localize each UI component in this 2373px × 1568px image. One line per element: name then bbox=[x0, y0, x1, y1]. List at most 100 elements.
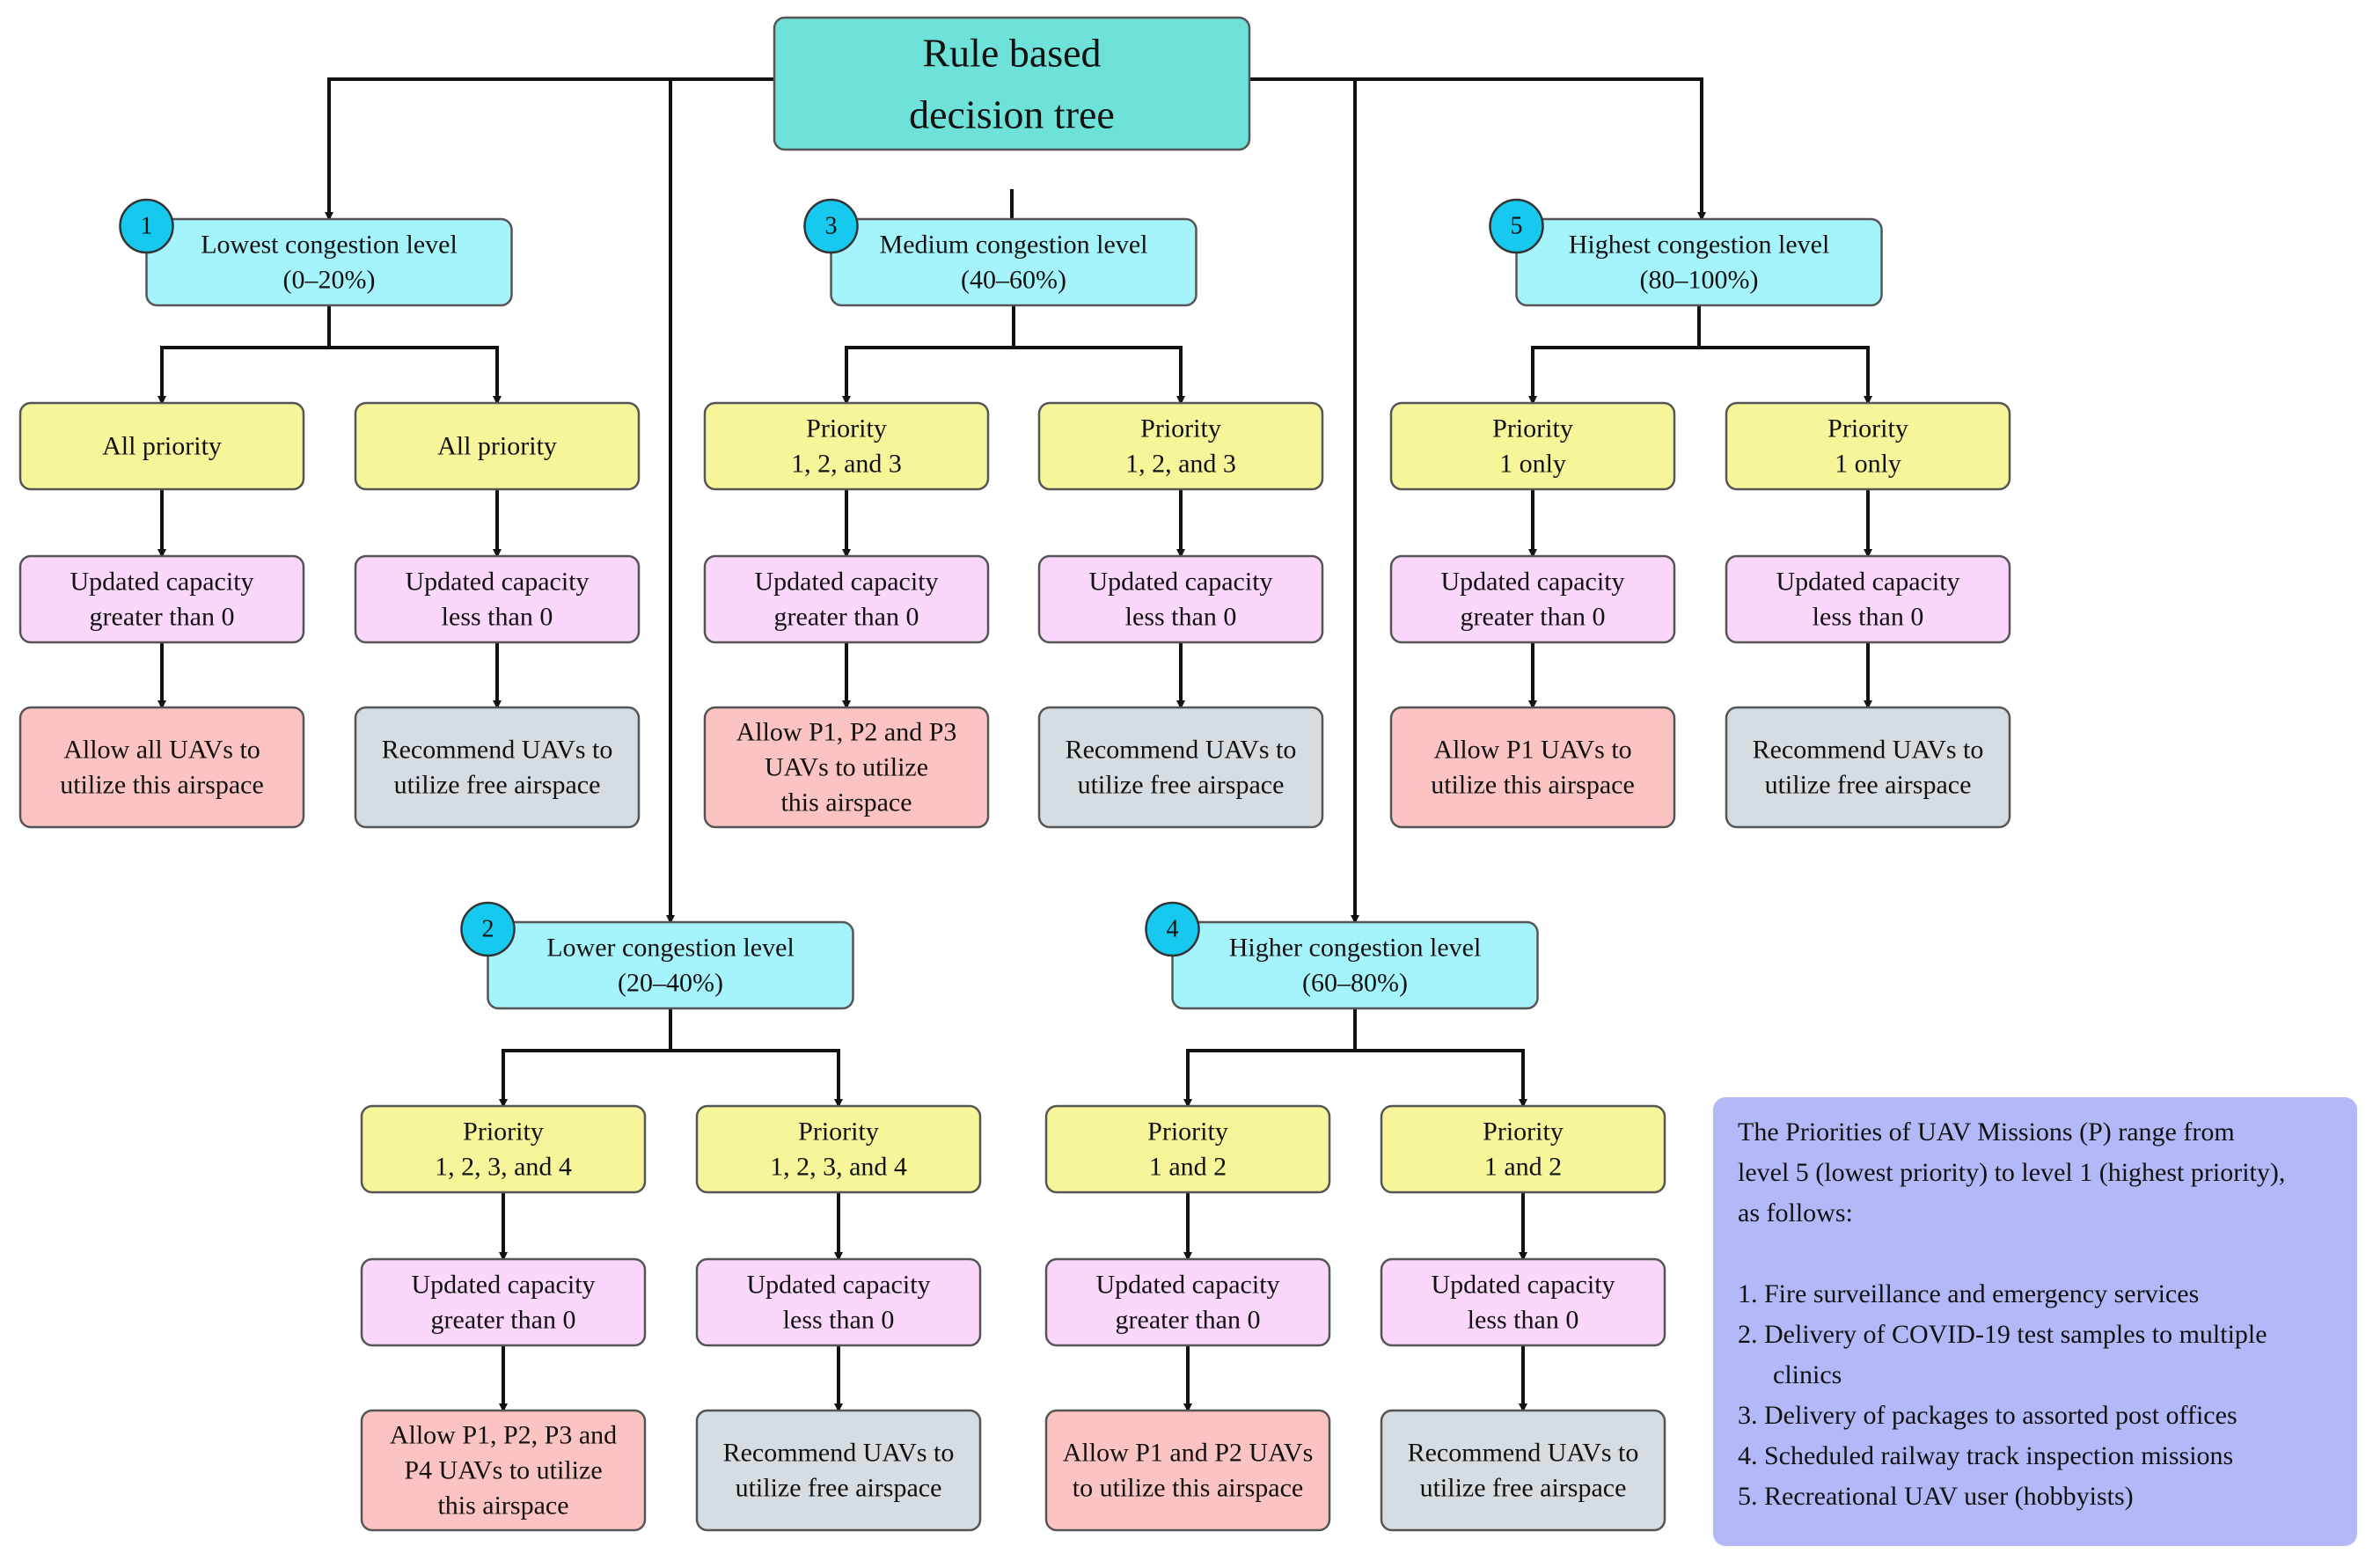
capacity-node: Updated capacity greater than 0 bbox=[18, 554, 305, 644]
allow-outcome-node-text: this airspace bbox=[780, 788, 912, 817]
legend-intro-line: The Priorities of UAV Missions (P) range… bbox=[1738, 1117, 2235, 1147]
priority-node-text: 1, 2, 3, and 4 bbox=[435, 1153, 572, 1182]
priority-node-box bbox=[360, 1104, 647, 1194]
priority-node-text: All priority bbox=[437, 432, 557, 461]
level-4-node: Higher congestion level (60–80%) bbox=[1171, 920, 1539, 1010]
level-1-node-text: (0–20%) bbox=[283, 266, 376, 295]
edge-root-to-level-5 bbox=[1249, 77, 1706, 221]
level-1-node-box bbox=[145, 217, 513, 307]
priority-node-text: Priority bbox=[1827, 414, 1908, 443]
capacity-node-text: Updated capacity bbox=[411, 1271, 595, 1300]
allow-outcome-node-text: this airspace bbox=[437, 1491, 568, 1520]
level-4-badge: 4 bbox=[1145, 901, 1200, 957]
level-4-node-text: Higher congestion level bbox=[1229, 934, 1482, 963]
recommend-outcome-node-text: Recommend UAVs to bbox=[382, 736, 613, 765]
capacity-node-box bbox=[695, 1257, 982, 1347]
root-node-box bbox=[773, 16, 1251, 151]
edge-level-to-priority bbox=[1528, 346, 1699, 405]
allow-outcome-node: Allow P1, P2, P3 and P4 UAVs to utilize th… bbox=[360, 1409, 647, 1532]
capacity-node-text: less than 0 bbox=[783, 1306, 895, 1335]
level-2-node-text: Lower congestion level bbox=[546, 934, 795, 963]
level-2-node-box bbox=[487, 920, 854, 1010]
edge-level-to-priority bbox=[842, 346, 1014, 405]
allow-outcome-node-text: Allow all UAVs to bbox=[63, 736, 260, 765]
recommend-outcome-node-text: Recommend UAVs to bbox=[723, 1439, 955, 1468]
recommend-outcome-node-text: utilize free airspace bbox=[1078, 771, 1285, 800]
recommend-outcome-node-box bbox=[354, 706, 641, 829]
level-3-node-text: (40–60%) bbox=[961, 266, 1066, 295]
level-badge-number: 4 bbox=[1167, 916, 1179, 943]
recommend-outcome-node-text: Recommend UAVs to bbox=[1753, 736, 1984, 765]
level-5-node-text: (80–100%) bbox=[1640, 266, 1759, 295]
allow-outcome-node-text: Allow P1, P2, P3 and bbox=[390, 1421, 617, 1450]
legend-box bbox=[1713, 1097, 2357, 1546]
capacity-node-text: less than 0 bbox=[1813, 603, 1924, 632]
allow-outcome-node-box bbox=[18, 706, 305, 829]
edge-level-to-priority bbox=[157, 346, 329, 405]
recommend-outcome-node-box bbox=[1380, 1409, 1666, 1532]
capacity-node-box bbox=[354, 554, 641, 644]
edge-root-to-level-1 bbox=[325, 77, 774, 221]
level-badge-number: 1 bbox=[141, 213, 153, 240]
capacity-node-text: less than 0 bbox=[1125, 603, 1237, 632]
recommend-outcome-node: Recommend UAVs to utilize free airspace bbox=[1380, 1409, 1666, 1532]
recommend-outcome-node-text: Recommend UAVs to bbox=[1408, 1439, 1639, 1468]
priority-node-box bbox=[1380, 1104, 1666, 1194]
legend-item-1: 1. Fire surveillance and emergency servi… bbox=[1738, 1279, 2199, 1308]
level-4-node-box bbox=[1171, 920, 1539, 1010]
priority-node-text: Priority bbox=[806, 414, 887, 443]
capacity-node-text: greater than 0 bbox=[90, 603, 235, 632]
priority-node-text: 1 only bbox=[1499, 450, 1566, 479]
allow-outcome-node-text: Allow P1, P2 and P3 bbox=[736, 718, 957, 747]
level-badge-number: 5 bbox=[1511, 213, 1523, 240]
legend-intro-line: as follows: bbox=[1738, 1198, 1853, 1227]
capacity-node: Updated capacity less than 0 bbox=[1380, 1257, 1666, 1347]
edge-level-to-priority bbox=[329, 346, 502, 405]
priority-node-text: 1 and 2 bbox=[1149, 1153, 1227, 1182]
capacity-node-box bbox=[1380, 1257, 1666, 1347]
level-1-node: Lowest congestion level(0–20%) bbox=[145, 217, 513, 307]
priority-node-text: All priority bbox=[102, 432, 222, 461]
allow-outcome-node-box bbox=[1389, 706, 1676, 829]
allow-outcome-node-text: to utilize this airspace bbox=[1073, 1474, 1303, 1503]
level-4-node-text: (60–80%) bbox=[1302, 969, 1408, 998]
edge-level-to-priority bbox=[1355, 1049, 1527, 1108]
legend-item-3: 3. Delivery of packages to assorted post… bbox=[1738, 1401, 2238, 1430]
capacity-node-text: Updated capacity bbox=[1440, 568, 1624, 597]
capacity-node-text: Updated capacity bbox=[1431, 1271, 1615, 1300]
priority-legend: The Priorities of UAV Missions (P) range… bbox=[1713, 1097, 2357, 1546]
priority-node-text: 1, 2, 3, and 4 bbox=[770, 1153, 907, 1182]
priority-node-box bbox=[703, 401, 990, 491]
capacity-node-text: Updated capacity bbox=[405, 568, 589, 597]
allow-outcome-node-text: P4 UAVs to utilize bbox=[404, 1456, 602, 1485]
capacity-node-text: less than 0 bbox=[1468, 1306, 1579, 1335]
capacity-node-box bbox=[703, 554, 990, 644]
capacity-node-text: greater than 0 bbox=[1116, 1306, 1261, 1335]
recommend-outcome-node-box bbox=[1037, 706, 1324, 829]
recommend-outcome-node-text: utilize free airspace bbox=[1420, 1474, 1627, 1503]
allow-outcome-node-box bbox=[703, 706, 990, 829]
priority-node-box bbox=[354, 401, 641, 491]
capacity-node-text: Updated capacity bbox=[746, 1271, 930, 1300]
capacity-node-box bbox=[1037, 554, 1324, 644]
root-node-text: Rule based bbox=[922, 31, 1101, 76]
allow-outcome-node-box bbox=[1044, 1409, 1331, 1532]
capacity-node: Updated capacity greater than 0 bbox=[1044, 1257, 1331, 1347]
allow-outcome-node-box bbox=[360, 1409, 647, 1532]
capacity-node-text: Updated capacity bbox=[1095, 1271, 1279, 1300]
capacity-node-box bbox=[360, 1257, 647, 1347]
priority-node-box bbox=[1725, 401, 2011, 491]
level-5-node-text: Highest congestion level bbox=[1569, 231, 1830, 260]
priority-node-box bbox=[18, 401, 305, 491]
legend-item-2: 2. Delivery of COVID-19 test samples to … bbox=[1738, 1320, 2267, 1349]
capacity-node-text: Updated capacity bbox=[70, 568, 253, 597]
